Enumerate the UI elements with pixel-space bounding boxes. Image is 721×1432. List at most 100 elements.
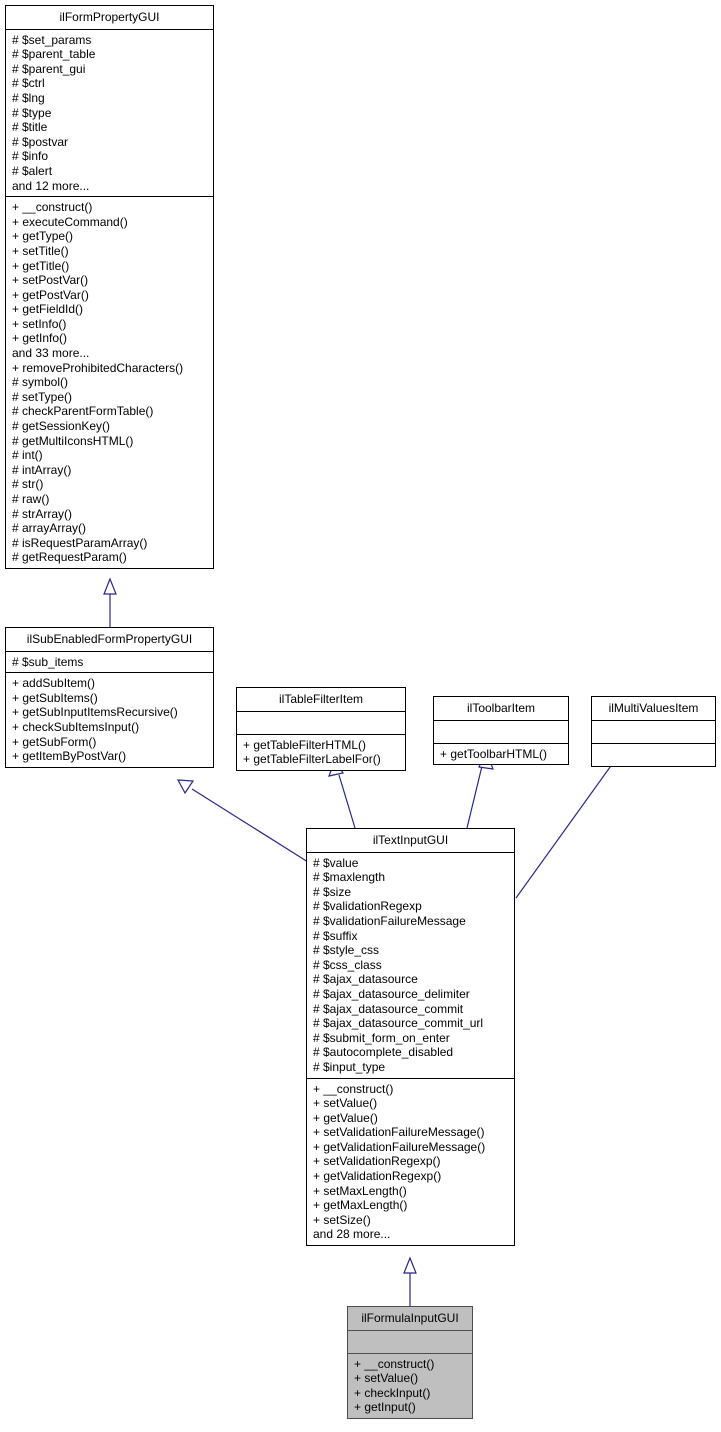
operation-row: + removeProhibitedCharacters() (12, 360, 184, 375)
operation-row: + setMaxLength() (313, 1183, 407, 1198)
attribute-row: # $ajax_datasource (313, 972, 418, 987)
operation-more-row: and 33 more... (12, 346, 90, 361)
operation-row: # symbol() (12, 375, 69, 390)
operation-row: + getTableFilterHTML() (243, 737, 367, 752)
operation-row: + getInfo() (12, 331, 68, 346)
operation-row: # checkParentFormTable() (12, 404, 154, 419)
class-box-ilsubenabledformpropertygui[interactable]: ilSubEnabledFormPropertyGUI # $sub_items… (5, 627, 214, 768)
class-operations: + addSubItem() + getSubItems() + getSubI… (6, 673, 213, 767)
operation-row: + getValidationFailureMessage() (313, 1139, 486, 1154)
edge-subenabled-to-formproperty (103, 577, 117, 627)
operation-row: + setTitle() (12, 243, 69, 258)
attribute-row: # $submit_form_on_enter (313, 1030, 450, 1045)
operation-row: # int() (12, 448, 43, 463)
operation-row: + getValue() (313, 1110, 378, 1125)
class-attributes: # $sub_items (6, 652, 213, 674)
operation-row: + getValidationRegexp() (313, 1169, 442, 1184)
operation-row: + checkInput() (354, 1385, 431, 1400)
attribute-row: # $ajax_datasource_commit (313, 1001, 464, 1016)
attribute-row: # $alert (12, 163, 53, 178)
operation-row: + setSize() (313, 1212, 371, 1227)
operation-row: # getMultiIconsHTML() (12, 433, 134, 448)
class-title: ilTableFilterItem (237, 688, 405, 712)
class-box-ilformulainputgui[interactable]: ilFormulaInputGUI + __construct() + setV… (347, 1306, 473, 1419)
attribute-row: # $value (313, 855, 359, 870)
class-operations: + getToolbarHTML() (434, 744, 568, 765)
class-attributes (237, 712, 405, 735)
class-box-ilmultivaluesitem[interactable]: ilMultiValuesItem (591, 696, 716, 767)
operation-row: # strArray() (12, 506, 72, 521)
class-operations (592, 744, 715, 766)
operation-row: + setValue() (313, 1096, 378, 1111)
attribute-row: # $validationFailureMessage (313, 913, 466, 928)
class-box-ilformpropertygui[interactable]: ilFormPropertyGUI # $set_params # $paren… (5, 5, 214, 569)
class-attributes: # $value # $maxlength # $size # $validat… (307, 853, 514, 1079)
edge-formulainput-to-textinput (403, 1256, 417, 1306)
class-operations: + __construct() + executeCommand() + get… (6, 197, 213, 568)
class-operations: + getTableFilterHTML() + getTableFilterL… (237, 735, 405, 770)
operation-row: # getRequestParam() (12, 550, 127, 565)
operation-row: + getMaxLength() (313, 1198, 408, 1213)
class-attributes (434, 721, 568, 744)
attribute-row: # $title (12, 120, 48, 135)
attribute-row: # $autocomplete_disabled (313, 1045, 454, 1060)
operation-row: + getSubItems() (12, 690, 98, 705)
attribute-row: # $validationRegexp (313, 899, 422, 914)
operation-row: + __construct() (354, 1356, 435, 1371)
attribute-row: # $css_class (313, 957, 382, 972)
operation-row: + setInfo() (12, 316, 67, 331)
operation-row: # isRequestParamArray() (12, 535, 148, 550)
operation-row: + setValue() (354, 1371, 419, 1386)
operation-row: # arrayArray() (12, 521, 87, 536)
attribute-row: # $input_type (313, 1059, 386, 1074)
operation-row: + addSubItem() (12, 676, 96, 691)
attribute-row: # $set_params (12, 32, 92, 47)
operation-row: + __construct() (313, 1081, 394, 1096)
attribute-row: # $sub_items (12, 654, 84, 669)
attribute-row: # $info (12, 149, 49, 164)
operation-row: # raw() (12, 492, 50, 506)
operation-more-row: and 28 more... (313, 1227, 391, 1242)
class-attributes (348, 1331, 472, 1354)
operation-row: + getTitle() (12, 258, 70, 273)
attribute-row: # $ajax_datasource_commit_url (313, 1016, 484, 1031)
operation-row: + getPostVar() (12, 287, 89, 302)
attribute-row: # $parent_table (12, 47, 96, 62)
class-title: ilMultiValuesItem (592, 697, 715, 721)
class-attributes (592, 721, 715, 744)
operation-row: + executeCommand() (12, 214, 128, 229)
attribute-row: # $maxlength (313, 870, 386, 885)
class-box-iltoolbaritem[interactable]: ilToolbarItem + getToolbarHTML() (433, 696, 569, 766)
attribute-row: # $ajax_datasource_delimiter (313, 986, 470, 1001)
class-title: ilFormPropertyGUI (6, 6, 213, 30)
operation-row: + checkSubItemsInput() (12, 719, 140, 734)
class-title: ilSubEnabledFormPropertyGUI (6, 628, 213, 652)
operation-row: + setPostVar() (12, 273, 89, 288)
operation-row: + getFieldId() (12, 302, 84, 317)
edge-textinput-to-subenabled (176, 779, 309, 863)
operation-row: # setType() (12, 389, 73, 404)
class-operations: + __construct() + setValue() + checkInpu… (348, 1354, 472, 1418)
operation-row: + __construct() (12, 200, 93, 215)
attribute-row: # $lng (12, 90, 45, 105)
class-box-iltextinputgui[interactable]: ilTextInputGUI # $value # $maxlength # $… (306, 828, 515, 1247)
class-title: ilTextInputGUI (307, 829, 514, 853)
class-title: ilFormulaInputGUI (348, 1307, 472, 1331)
operation-row: + setValidationRegexp() (313, 1154, 441, 1169)
attribute-row: # $type (12, 105, 52, 120)
attribute-more-row: and 12 more... (12, 178, 90, 193)
class-title: ilToolbarItem (434, 697, 568, 721)
attribute-row: # $style_css (313, 943, 380, 958)
operation-row: + getToolbarHTML() (440, 746, 548, 761)
attribute-row: # $suffix (313, 928, 358, 943)
operation-row: # getSessionKey() (12, 419, 111, 434)
class-attributes: # $set_params # $parent_table # $parent_… (6, 30, 213, 198)
operation-row: + getTableFilterLabelFor() (243, 752, 381, 767)
attribute-row: # $size (313, 884, 352, 899)
operation-row: # intArray() (12, 462, 72, 477)
attribute-row: # $parent_gui (12, 61, 86, 76)
attribute-row: # $postvar (12, 134, 69, 149)
class-box-iltablefilteritem[interactable]: ilTableFilterItem + getTableFilterHTML()… (236, 687, 406, 771)
operation-row: + getType() (12, 229, 74, 244)
